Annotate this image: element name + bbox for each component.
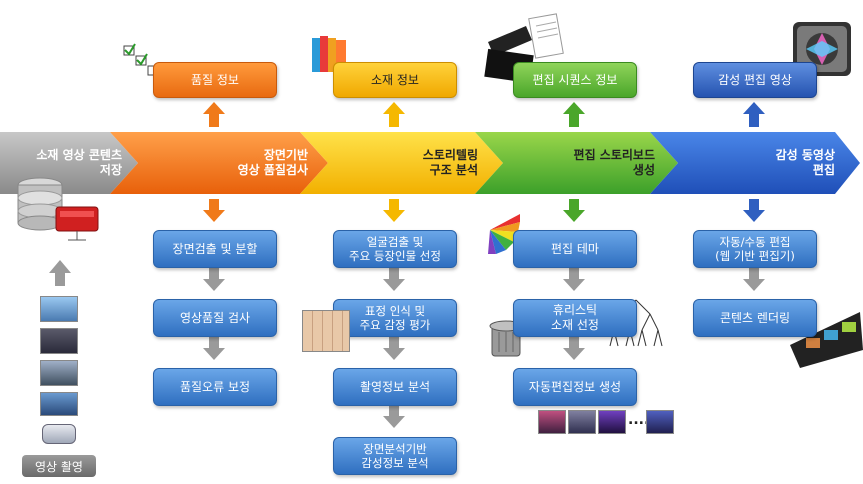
heuristic-selection-box: 휴리스틱 소재 선정 xyxy=(513,299,637,337)
emotion-analysis-box: 장면분석기반 감성정보 분석 xyxy=(333,437,457,475)
stage-storyboard-segment xyxy=(475,132,678,194)
auto-manual-edit-box: 자동/수동 편집 (웹 기반 편집기) xyxy=(693,230,817,268)
gray-connectors xyxy=(49,260,765,428)
down-arrow-col4 xyxy=(743,199,765,222)
stage-story-label: 스토리텔링 구조 분석 xyxy=(422,148,478,177)
scene-detection-box: 장면검출 및 분할 xyxy=(153,230,277,268)
down-arrow-col2 xyxy=(383,199,405,222)
material-info-box: 소재 정보 xyxy=(333,62,457,98)
clip-thumb-1 xyxy=(538,410,566,434)
camera-thumb-2 xyxy=(40,328,78,354)
clip-thumb-4 xyxy=(646,410,674,434)
down-arrow-col3 xyxy=(563,199,585,222)
edit-theme-box: 편집 테마 xyxy=(513,230,637,268)
shooting-info-box: 촬영정보 분석 xyxy=(333,368,457,406)
up-arrow-emotion xyxy=(743,102,765,127)
capture-label: 영상 촬영 xyxy=(22,455,96,477)
film-strip-icon xyxy=(790,312,863,368)
down-arrow-col1 xyxy=(203,199,225,222)
camcorder-icon xyxy=(42,424,76,444)
stage-quality-segment xyxy=(110,132,328,194)
camera-thumb-1 xyxy=(40,296,78,322)
emotion-video-box: 감성 편집 영상 xyxy=(693,62,817,98)
up-arrow-quality xyxy=(203,102,225,127)
stage-storage-label: 소재 영상 콘텐츠 저장 xyxy=(36,148,122,177)
content-rendering-box: 콘텐츠 렌더링 xyxy=(693,299,817,337)
ellipsis-text: .... xyxy=(628,412,650,428)
camera-thumb-4 xyxy=(40,392,78,416)
stage-storyboard-label: 편집 스토리보드 생성 xyxy=(573,148,655,177)
camera-thumb-3 xyxy=(40,360,78,386)
up-arrow-material xyxy=(383,102,405,127)
books-icon xyxy=(312,36,346,72)
face-grid-image xyxy=(302,310,350,352)
quality-info-box: 품질 정보 xyxy=(153,62,277,98)
stage-quality-label: 장면기반 영상 품질검사 xyxy=(237,148,308,177)
color-palette-icon xyxy=(488,214,520,254)
sequence-info-box: 편집 시퀀스 정보 xyxy=(513,62,637,98)
hard-drive-icon xyxy=(55,206,99,241)
stage-edit-segment xyxy=(650,132,860,194)
expression-recognition-box: 표정 인식 및 주요 감정 평가 xyxy=(333,299,457,337)
clip-thumb-2 xyxy=(568,410,596,434)
clip-thumb-3 xyxy=(598,410,626,434)
face-detection-box: 얼굴검출 및 주요 등장인물 선정 xyxy=(333,230,457,268)
database-icon xyxy=(17,177,63,231)
quality-check-box: 영상품질 검사 xyxy=(153,299,277,337)
stage-story-segment xyxy=(300,132,503,194)
quality-fix-box: 품질오류 보정 xyxy=(153,368,277,406)
stage-edit-label: 감성 동영상 편집 xyxy=(775,148,835,177)
auto-edit-info-box: 자동편집정보 생성 xyxy=(513,368,637,406)
film-editor-icon xyxy=(793,22,851,76)
up-arrow-sequence xyxy=(563,102,585,127)
